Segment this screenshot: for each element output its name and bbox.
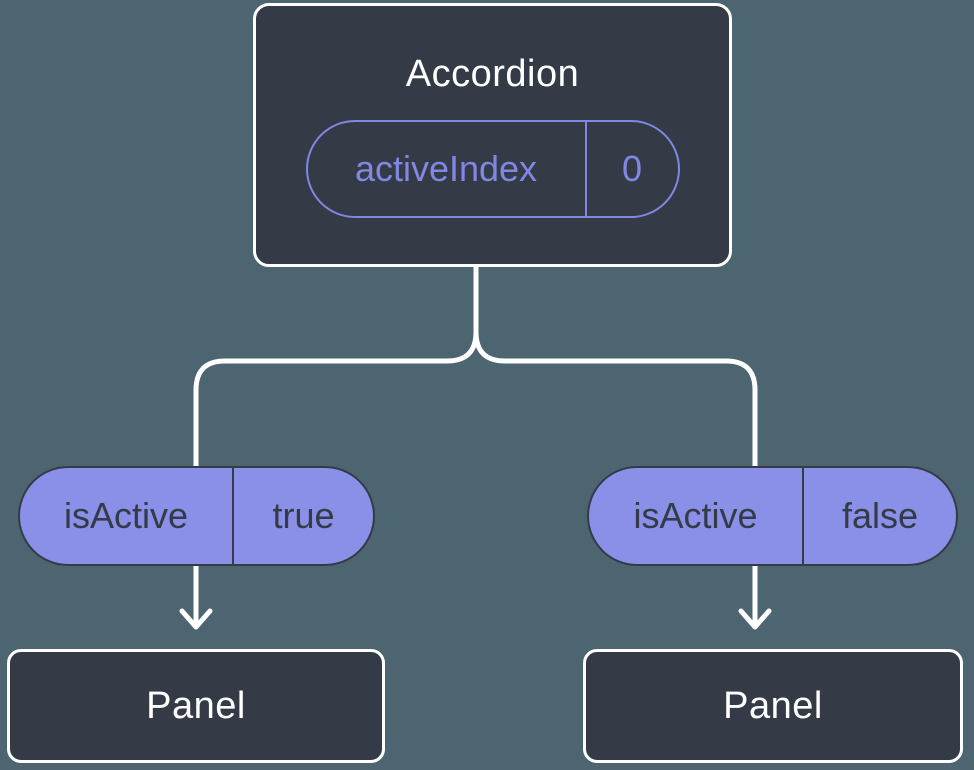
prop-value: 0 (621, 148, 643, 189)
accordion-title: Accordion (405, 53, 580, 95)
panel-node-left: Panel (7, 649, 385, 763)
panel-title: Panel (146, 684, 246, 727)
connector-root-to-left (193, 263, 479, 627)
state-name: isActive (63, 495, 189, 536)
is-active-pill-false: isActive false (587, 466, 958, 566)
state-value: true (272, 495, 335, 536)
panel-title: Panel (723, 684, 823, 727)
is-active-pill-true: isActive true (18, 466, 375, 566)
prop-name: activeIndex (354, 148, 538, 189)
panel-node-right: Panel (583, 649, 963, 763)
connector-root-to-right (473, 263, 758, 627)
state-value: false (841, 495, 919, 536)
arrowhead-down-left-icon (179, 608, 213, 630)
accordion-node: Accordion activeIndex 0 (253, 3, 732, 267)
pill-divider (802, 468, 804, 564)
arrowhead-down-right-icon (738, 608, 772, 630)
pill-divider (232, 468, 234, 564)
active-index-prop-pill: activeIndex 0 (305, 120, 680, 218)
pill-divider (584, 122, 587, 216)
state-name: isActive (633, 495, 758, 536)
